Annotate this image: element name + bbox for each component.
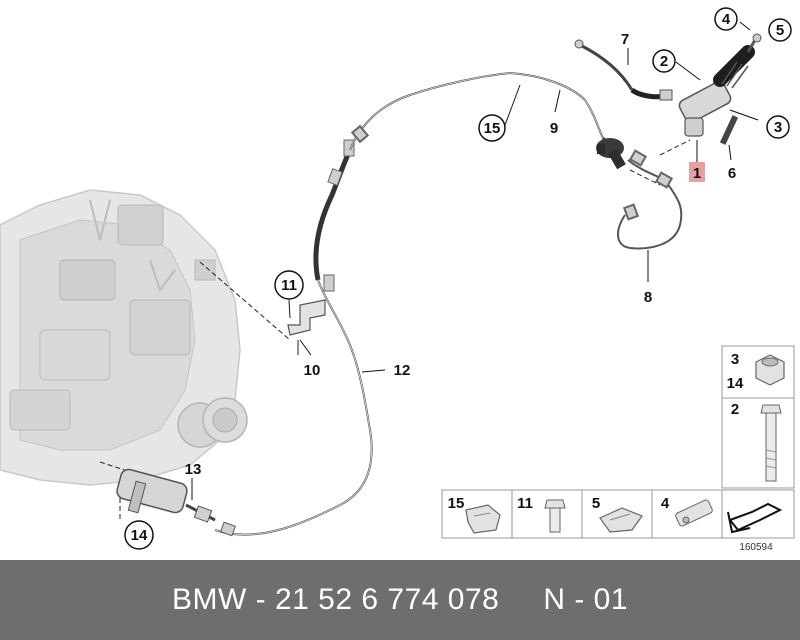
svg-text:15: 15 (484, 120, 501, 137)
pipe-8 (617, 149, 683, 250)
pipe-12 (214, 279, 373, 536)
hose (313, 139, 355, 292)
svg-text:13: 13 (185, 461, 202, 478)
clip-15-icon (465, 504, 501, 534)
svg-text:4: 4 (722, 11, 731, 28)
callout-12: 12 (394, 362, 411, 379)
bracket-10 (287, 299, 326, 355)
svg-text:12: 12 (394, 362, 411, 379)
pin-6 (719, 115, 739, 145)
legend-row: 15 11 5 4 1 (441, 489, 795, 553)
svg-text:9: 9 (550, 120, 558, 137)
hose-7 (574, 39, 673, 101)
callout-3: 3 (766, 115, 790, 139)
variant-label: N - 01 (543, 583, 629, 616)
callout-2: 2 (652, 49, 676, 73)
svg-text:11: 11 (281, 277, 297, 294)
svg-text:15: 15 (448, 495, 465, 512)
callout-1-highlight (689, 162, 705, 182)
arrow-icon (727, 502, 783, 534)
sleeve-4-icon (675, 499, 713, 527)
gearbox-illustration (0, 189, 248, 486)
part-number: - 21 52 6 774 078 (255, 583, 500, 616)
svg-text:2: 2 (660, 53, 668, 70)
short-bolt-11-icon (544, 499, 566, 533)
svg-text:5: 5 (776, 22, 784, 39)
callout-1: 1 (689, 162, 705, 182)
svg-text:14: 14 (727, 375, 744, 392)
pipe-15 (349, 71, 604, 151)
callout-leaders (191, 21, 759, 500)
svg-text:1: 1 (693, 165, 701, 182)
svg-text:14: 14 (131, 527, 148, 544)
svg-text:11: 11 (517, 495, 533, 512)
callout-7: 7 (621, 31, 629, 48)
svg-text:10: 10 (304, 362, 321, 379)
callout-6: 6 (728, 165, 736, 182)
svg-text:7: 7 (621, 31, 629, 48)
nut-icon (755, 354, 785, 386)
long-bolt-icon (760, 404, 782, 482)
callout-14-bottom: 14 (124, 520, 154, 550)
callout-13: 13 (185, 461, 202, 478)
callout-9: 9 (550, 120, 558, 137)
reference-number: 160594 (739, 542, 773, 553)
svg-text:2: 2 (731, 401, 739, 418)
callout-10: 10 (304, 362, 321, 379)
svg-text:3: 3 (774, 119, 782, 136)
svg-text:4: 4 (661, 495, 670, 512)
damper-9 (596, 136, 626, 170)
callout-4: 4 (714, 7, 738, 31)
slave-cylinder-13 (116, 468, 236, 537)
legend-column: 3 14 2 (721, 345, 795, 489)
callout-5: 5 (768, 18, 792, 42)
footer-bar: BMW - 21 52 6 774 078 N - 01 (0, 560, 800, 640)
callout-11: 11 (274, 270, 304, 300)
svg-text:3: 3 (731, 351, 739, 368)
svg-text:8: 8 (644, 289, 652, 306)
svg-text:5: 5 (592, 495, 600, 512)
parts-diagram: 2 4 5 3 7 15 9 1 6 8 (0, 7, 795, 553)
svg-text:6: 6 (728, 165, 736, 182)
callout-15-top: 15 (478, 114, 506, 142)
callout-8: 8 (644, 289, 652, 306)
clip-5-icon (599, 507, 643, 533)
master-cylinder-1 (678, 33, 762, 137)
brand-label: BMW (171, 583, 247, 616)
